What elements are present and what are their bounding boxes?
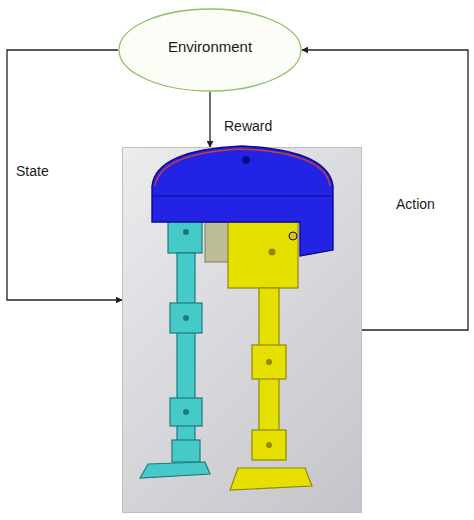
leg-bar	[177, 253, 195, 443]
hole	[183, 409, 189, 415]
edge-label: Reward	[222, 118, 274, 134]
left-leg-holes	[183, 229, 189, 415]
edge-label: State	[14, 163, 51, 179]
hole	[266, 359, 272, 365]
connector-arrow	[209, 92, 210, 147]
foot	[140, 462, 210, 478]
head-seam	[152, 196, 333, 197]
knee-joint	[170, 303, 202, 333]
connector-arrow	[7, 50, 122, 300]
hole	[183, 229, 189, 235]
environment-ellipse-shape	[119, 9, 301, 91]
left-leg	[140, 215, 210, 478]
ankle-block	[172, 440, 200, 462]
ankle-joint	[252, 430, 286, 460]
right-leg	[228, 222, 312, 490]
head-hole	[289, 232, 297, 240]
knee-joint	[252, 345, 286, 379]
environment-ellipse: Environment	[118, 8, 302, 92]
hole	[266, 442, 272, 448]
hip-part	[205, 222, 245, 262]
hole	[269, 249, 276, 256]
ankle-joint	[170, 398, 202, 426]
node-label: Environment	[168, 38, 252, 55]
hip-bracket	[228, 222, 298, 288]
leg-bar	[259, 288, 279, 458]
foot	[230, 468, 312, 490]
robot-head	[152, 146, 333, 256]
head-hole	[242, 156, 250, 164]
agent-box	[122, 147, 362, 513]
hip-block	[168, 215, 202, 253]
head-edge	[155, 149, 330, 186]
right-leg-holes	[266, 249, 276, 449]
hole	[183, 315, 189, 321]
edge-label: Action	[394, 196, 437, 212]
